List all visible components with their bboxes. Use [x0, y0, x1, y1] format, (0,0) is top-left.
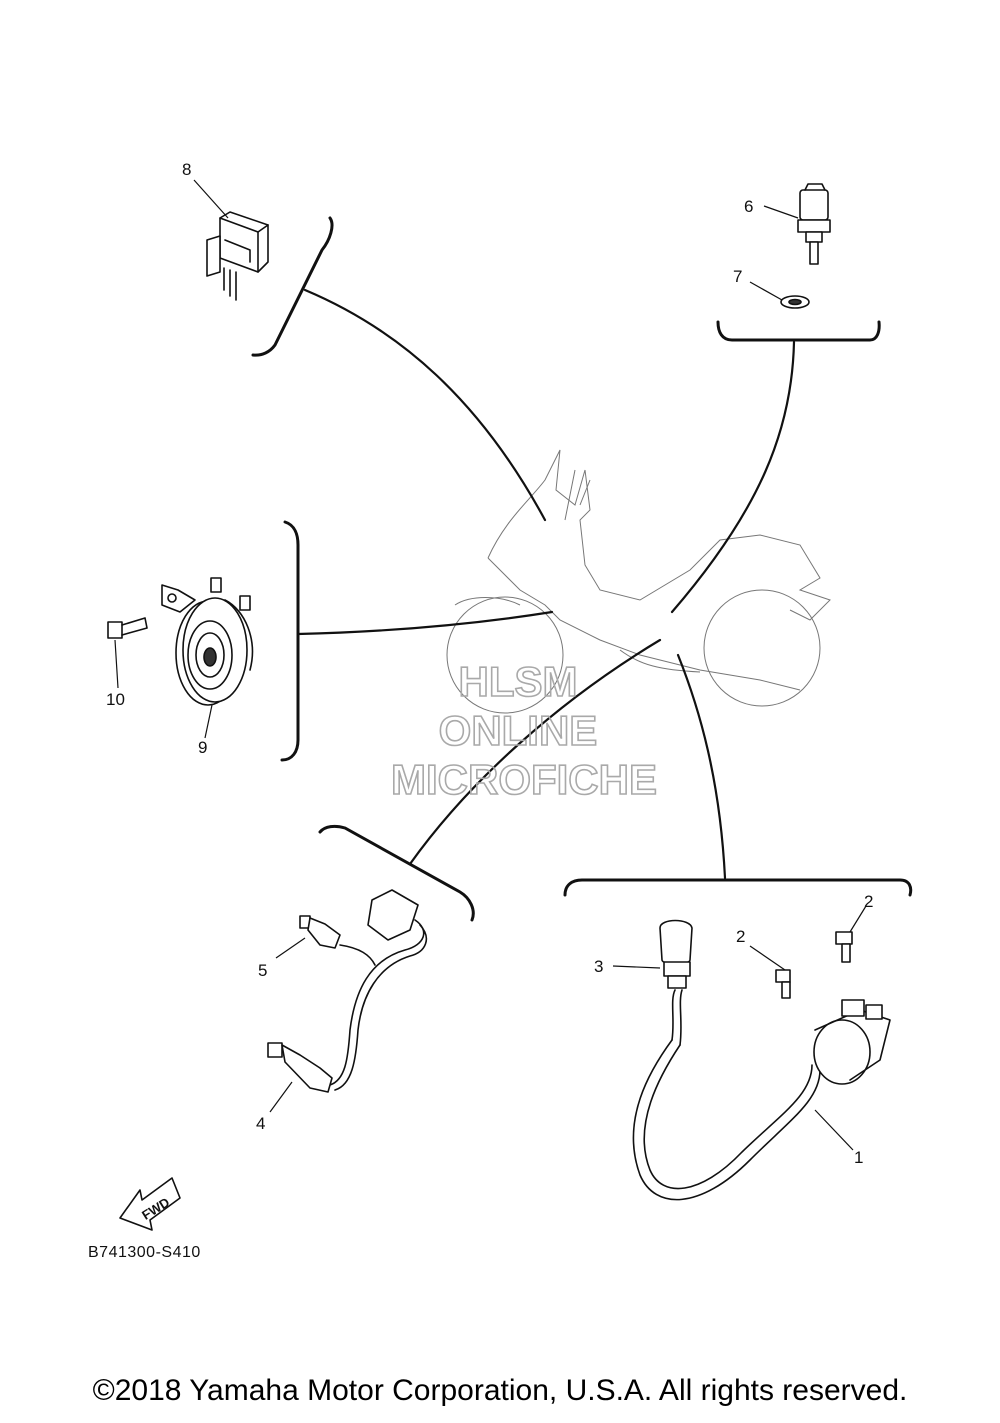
callouts: 8 6 7 10 9 5 4 3 2 2 1: [106, 160, 873, 1167]
callout-1: 1: [854, 1148, 863, 1167]
switch-harness[interactable]: [329, 889, 428, 1091]
fwd-arrow-icon: FWD: [119, 1177, 181, 1231]
callout-6: 6: [744, 197, 753, 216]
callout-2b: 2: [864, 892, 873, 911]
watermark-line-2: ONLINE: [439, 707, 598, 754]
motorcycle-silhouette: [446, 449, 831, 714]
watermark: HLSM ONLINE MICROFICHE: [390, 657, 658, 804]
callout-4: 4: [256, 1114, 265, 1133]
plug-cap-part-3[interactable]: [659, 919, 693, 989]
copyright-notice: ©2018 Yamaha Motor Corporation, U.S.A. A…: [92, 1374, 908, 1407]
washer-part-7[interactable]: [780, 295, 810, 309]
reference-lines: [251, 216, 913, 922]
callout-2a: 2: [736, 927, 745, 946]
callout-5: 5: [258, 961, 267, 980]
watermark-line-1: HLSM: [459, 658, 578, 705]
switch-part-5[interactable]: [299, 915, 341, 949]
callout-10: 10: [106, 690, 125, 709]
callout-7: 7: [733, 267, 742, 286]
screw-part-2a[interactable]: [775, 969, 791, 999]
diagram-part-code: B741300-S410: [88, 1244, 201, 1261]
relay-part-8[interactable]: [206, 211, 269, 301]
watermark-line-3: MICROFICHE: [391, 756, 657, 803]
callout-3: 3: [594, 957, 603, 976]
bolt-part-10[interactable]: [107, 617, 148, 639]
coil-part-1[interactable]: [632, 989, 891, 1201]
switch-part-4[interactable]: [267, 1042, 333, 1093]
horn-part-9[interactable]: [161, 577, 254, 706]
leader-lines: [114, 179, 867, 1151]
callout-8: 8: [182, 160, 191, 179]
callout-9: 9: [198, 738, 207, 757]
sensor-part-6[interactable]: [797, 183, 831, 265]
screw-part-2b[interactable]: [835, 931, 853, 963]
